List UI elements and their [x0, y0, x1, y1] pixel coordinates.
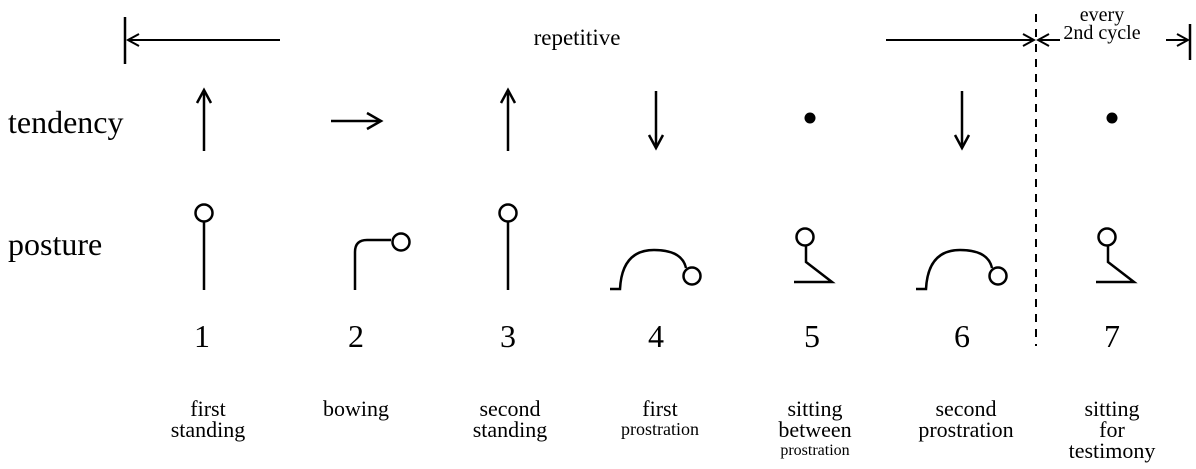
caption-sitting-between-prostration: sitting between prostration [778, 398, 851, 461]
arrow-up-icon [499, 87, 517, 151]
caption-sitting-for-testimony: sitting for testimony [1068, 396, 1156, 463]
caption-line: standing [472, 417, 548, 442]
step-number: 4 [648, 318, 664, 354]
posture-prostration-icon [916, 248, 1008, 291]
caption-line: for [1099, 417, 1125, 442]
step-number: 6 [954, 318, 970, 354]
caption-line: standing [170, 417, 246, 442]
posture-icons [194, 203, 1138, 291]
repetitive-range [123, 17, 1034, 64]
tendency-row-label: tendency [8, 104, 124, 140]
posture-row-label: posture [8, 226, 103, 262]
every-label-line1: every [1079, 4, 1125, 26]
arrow-right-icon [331, 111, 384, 131]
caption-first-standing: first standing [170, 396, 246, 442]
repetitive-label: repetitive [533, 25, 621, 50]
posture-standing-icon [194, 203, 214, 290]
step-number: 7 [1104, 318, 1120, 354]
caption-line: first [642, 396, 678, 421]
every-label-line2: 2nd cycle [1063, 22, 1141, 44]
caption-line: sitting [787, 396, 843, 421]
posture-standing-icon [498, 203, 518, 290]
posture-sitting-icon [1096, 227, 1138, 284]
caption-second-prostration: second prostration [918, 396, 1014, 442]
step-number: 3 [500, 318, 516, 354]
caption-line: prostration [918, 417, 1014, 442]
tendency-icons [195, 87, 1118, 151]
caption-first-prostration: first prostration [621, 398, 699, 440]
caption-line: between [778, 417, 852, 442]
dot-icon [804, 112, 816, 124]
dot-icon [1106, 112, 1118, 124]
posture-bowing-icon [353, 232, 411, 290]
step-number: 1 [194, 318, 210, 354]
caption-second-standing: second standing [472, 396, 548, 442]
arrow-down-icon [647, 91, 665, 151]
arrow-down-icon [953, 91, 971, 151]
caption-line: testimony [1068, 438, 1156, 463]
every-2nd-cycle-label: every 2nd cycle [1063, 4, 1141, 44]
posture-prostration-icon [610, 248, 702, 291]
caption-line: second [935, 396, 997, 421]
caption-line: prostration [780, 442, 850, 459]
caption-line: sitting [1084, 396, 1140, 421]
step-number: 5 [804, 318, 820, 354]
every-2nd-cycle-range [1038, 24, 1192, 60]
caption-line: bowing [323, 396, 389, 421]
caption-line: prostration [621, 419, 699, 439]
posture-sitting-icon [794, 227, 836, 284]
caption-line: second [479, 396, 541, 421]
step-number: 2 [348, 318, 364, 354]
caption-line: first [190, 396, 226, 421]
caption-bowing: bowing [323, 396, 389, 421]
arrow-up-icon [195, 87, 213, 151]
